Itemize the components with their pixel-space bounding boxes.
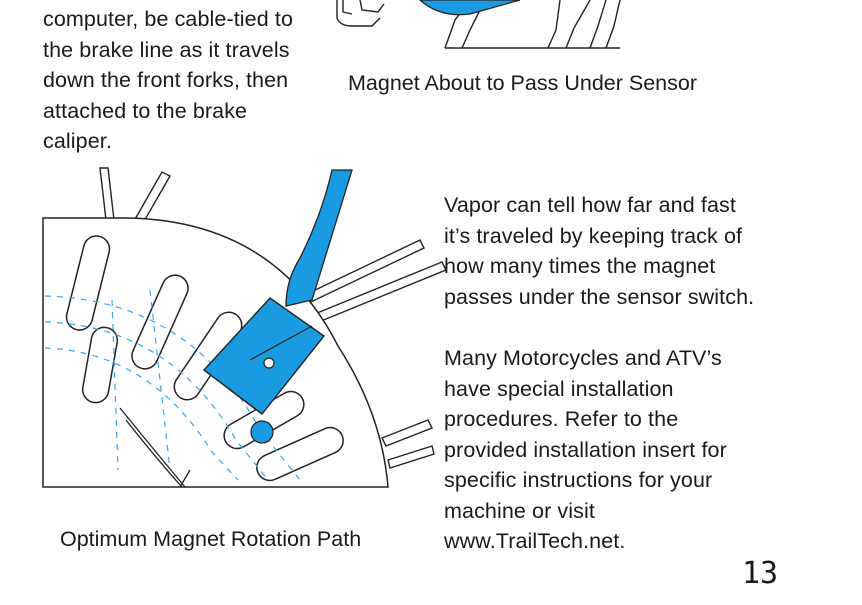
rotation-path: [44, 289, 301, 481]
top-paragraph: computer, be cable-tied to the brake lin…: [43, 7, 293, 153]
bottom-caption: Optimum Magnet Rotation Path: [60, 527, 362, 551]
sensor-switch: [202, 297, 326, 415]
right-paragraph-1: Vapor can tell how far and fast it’s tra…: [444, 193, 755, 309]
rotor-slots: [65, 235, 344, 482]
page-number: 13: [742, 556, 779, 591]
top-caption: Magnet About to Pass Under Sensor: [348, 71, 697, 95]
sensor-cable: [285, 169, 353, 307]
right-paragraph-2: Many Motorcycles and ATV’s have special …: [444, 346, 727, 553]
magnet: [250, 420, 274, 444]
